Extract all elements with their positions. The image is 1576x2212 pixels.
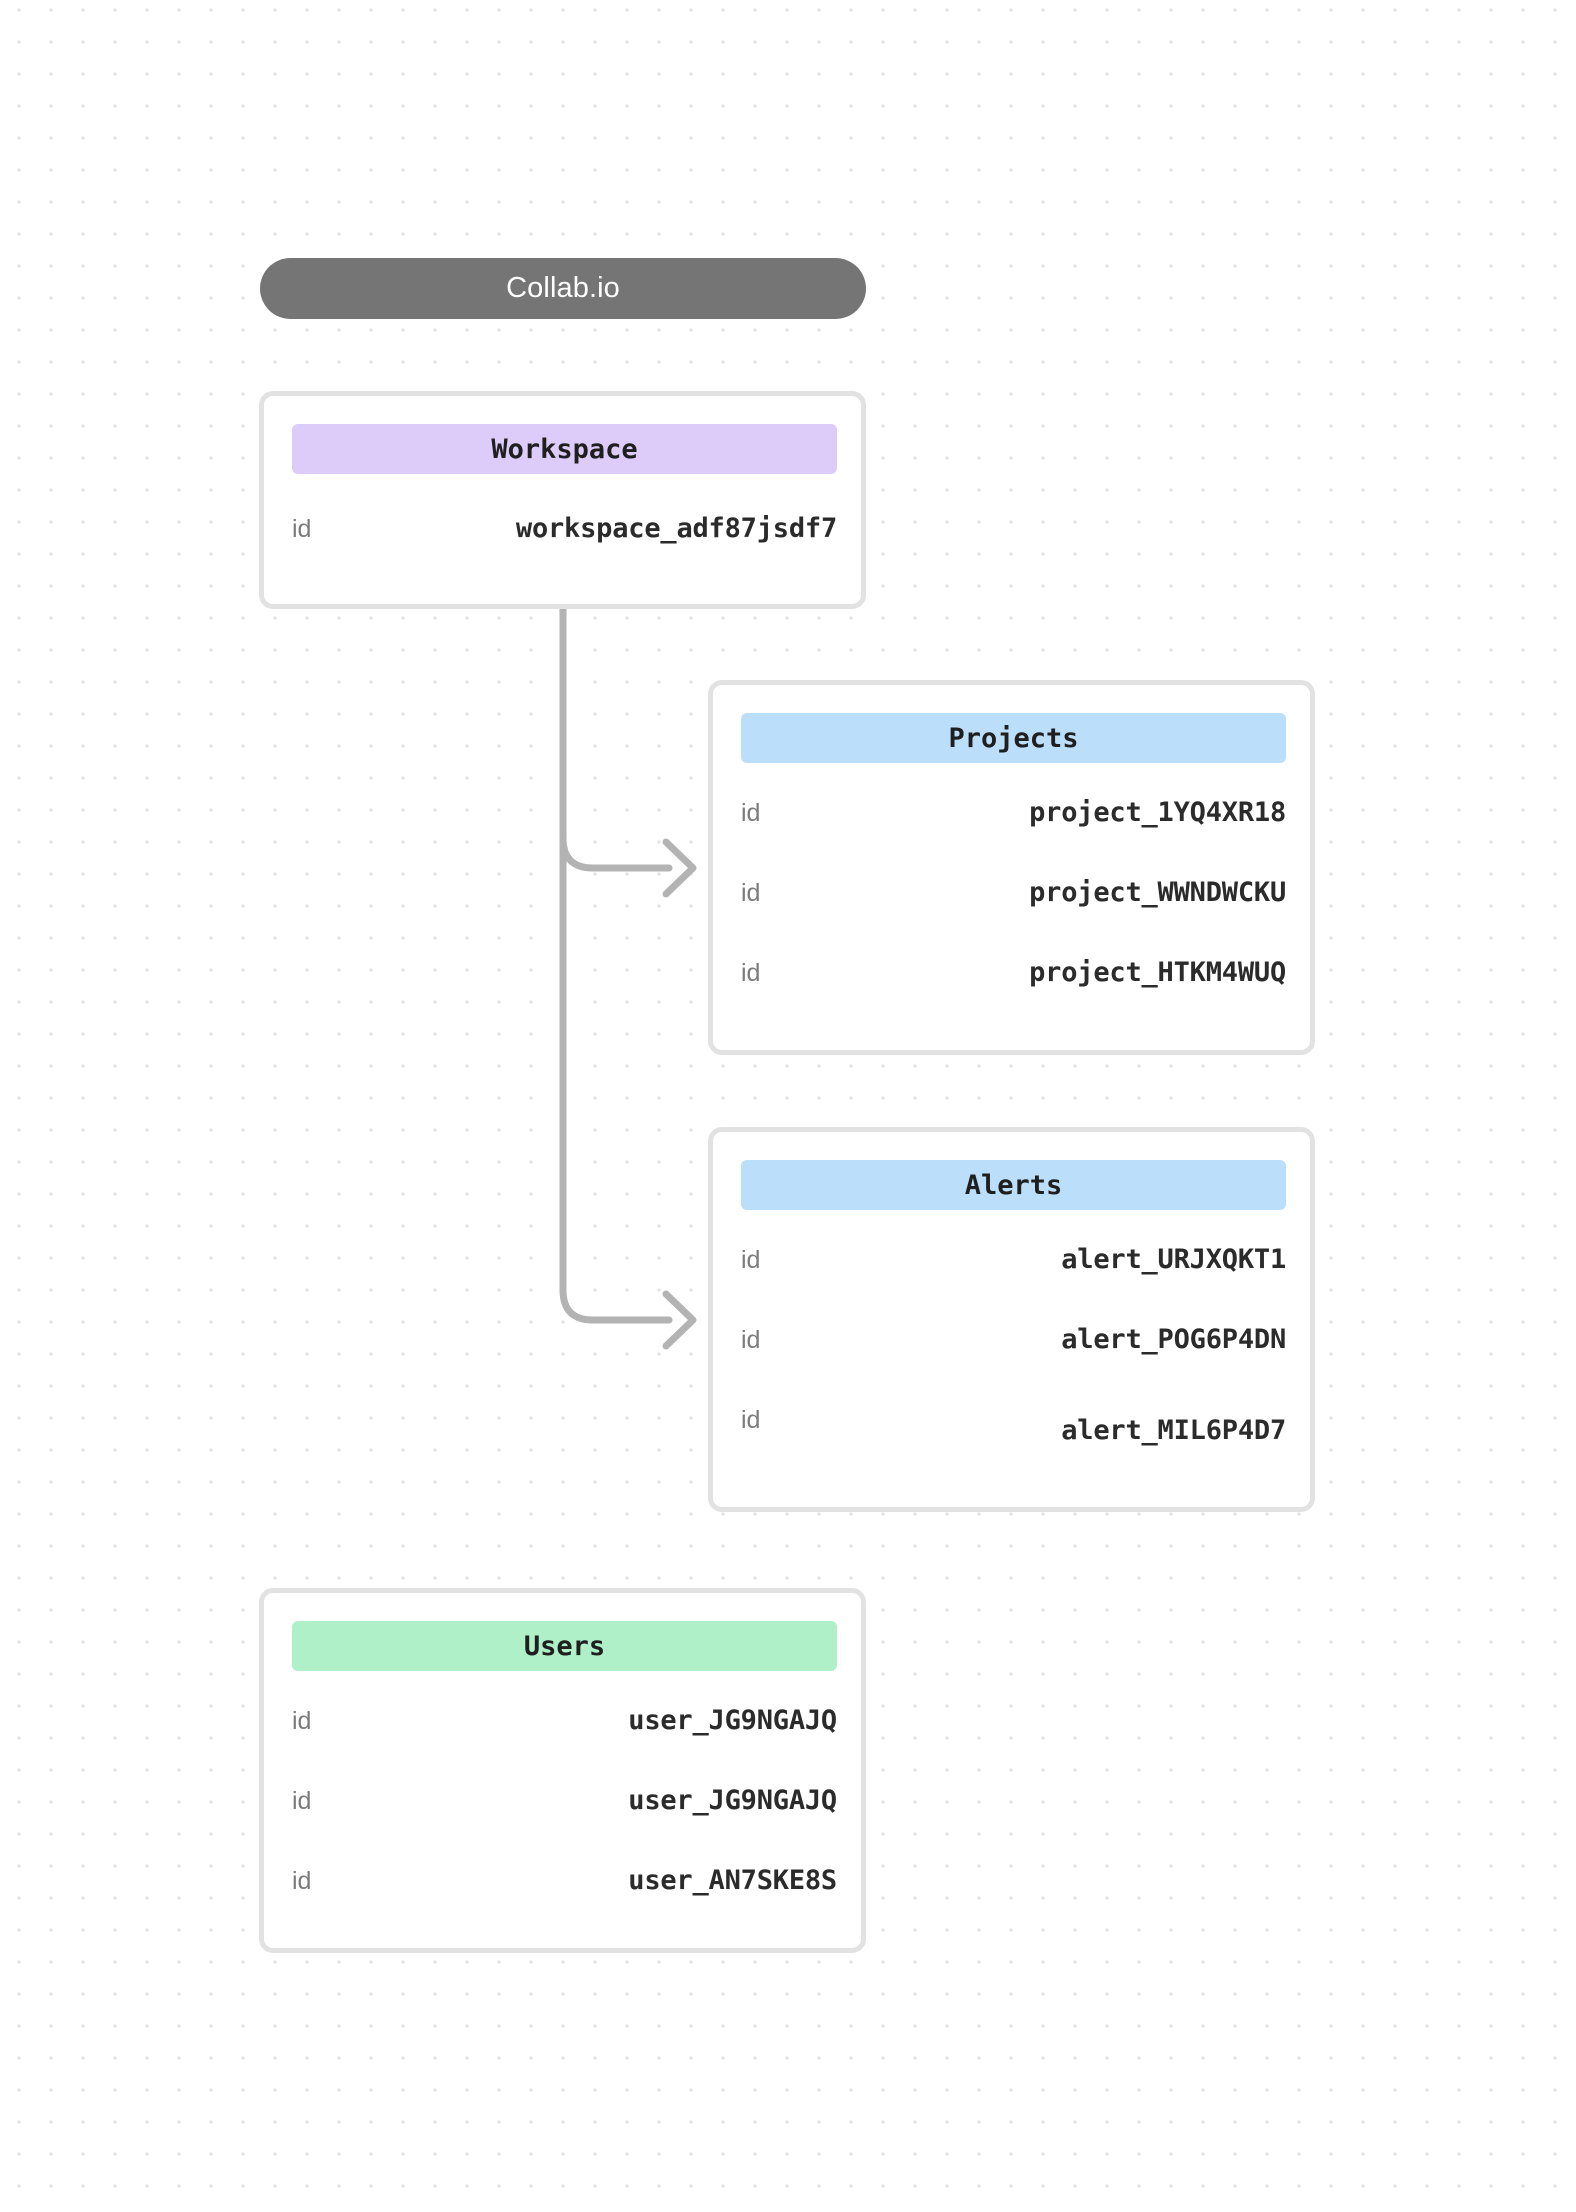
row-key: id [741, 1326, 761, 1354]
table-row[interactable]: id user_AN7SKE8S [292, 1861, 837, 1901]
entity-header-projects: Projects [741, 713, 1286, 763]
arrowhead-alerts-icon [662, 1290, 697, 1350]
row-key: id [292, 1867, 312, 1895]
entity-title-projects: Projects [948, 722, 1079, 754]
entity-header-users: Users [292, 1621, 837, 1671]
row-value: alert_URJXQKT1 [1061, 1244, 1286, 1275]
row-key: id [741, 1406, 761, 1434]
row-value: user_JG9NGAJQ [628, 1705, 837, 1736]
table-row[interactable]: id alert_URJXQKT1 [741, 1240, 1286, 1280]
row-value: project_1YQ4XR18 [1029, 797, 1286, 828]
row-value: project_HTKM4WUQ [1029, 957, 1286, 988]
table-row[interactable]: id user_JG9NGAJQ [292, 1781, 837, 1821]
entity-card-projects[interactable]: Projects id project_1YQ4XR18 id project_… [708, 680, 1315, 1055]
entity-card-alerts[interactable]: Alerts id alert_URJXQKT1 id alert_POG6P4… [708, 1127, 1315, 1512]
row-key: id [741, 879, 761, 907]
table-row[interactable]: id user_JG9NGAJQ [292, 1701, 837, 1741]
entity-title-workspace: Workspace [491, 433, 638, 465]
table-row[interactable]: id alert_POG6P4DN [741, 1320, 1286, 1360]
table-row[interactable]: id workspace_adf87jsdf7 [292, 509, 837, 549]
row-key: id [292, 1707, 312, 1735]
brand-pill[interactable]: Collab.io [260, 258, 866, 319]
row-value: project_WWNDWCKU [1029, 877, 1286, 908]
table-row[interactable]: id project_HTKM4WUQ [741, 953, 1286, 993]
table-row[interactable]: id alert_MIL6P4D7 [741, 1400, 1286, 1446]
row-key: id [741, 959, 761, 987]
entity-card-workspace[interactable]: Workspace id workspace_adf87jsdf7 [259, 391, 866, 609]
row-value: alert_POG6P4DN [1061, 1324, 1286, 1355]
entity-header-workspace: Workspace [292, 424, 837, 474]
row-value: user_AN7SKE8S [628, 1865, 837, 1896]
row-value: user_JG9NGAJQ [628, 1785, 837, 1816]
connector-workspace-to-alerts [559, 604, 673, 1324]
row-value: alert_MIL6P4D7 [1061, 1415, 1286, 1446]
arrowhead-projects-icon [662, 838, 697, 898]
row-key: id [741, 799, 761, 827]
row-key: id [292, 1787, 312, 1815]
entity-card-users[interactable]: Users id user_JG9NGAJQ id user_JG9NGAJQ … [259, 1588, 866, 1953]
entity-title-alerts: Alerts [964, 1169, 1063, 1201]
table-row[interactable]: id project_1YQ4XR18 [741, 793, 1286, 833]
entity-title-users: Users [523, 1630, 606, 1662]
row-key: id [741, 1246, 761, 1274]
entity-header-alerts: Alerts [741, 1160, 1286, 1210]
table-row[interactable]: id project_WWNDWCKU [741, 873, 1286, 913]
brand-name: Collab.io [506, 272, 620, 304]
connector-workspace-to-projects [559, 604, 673, 872]
row-value: workspace_adf87jsdf7 [515, 513, 837, 544]
row-key: id [292, 515, 312, 543]
